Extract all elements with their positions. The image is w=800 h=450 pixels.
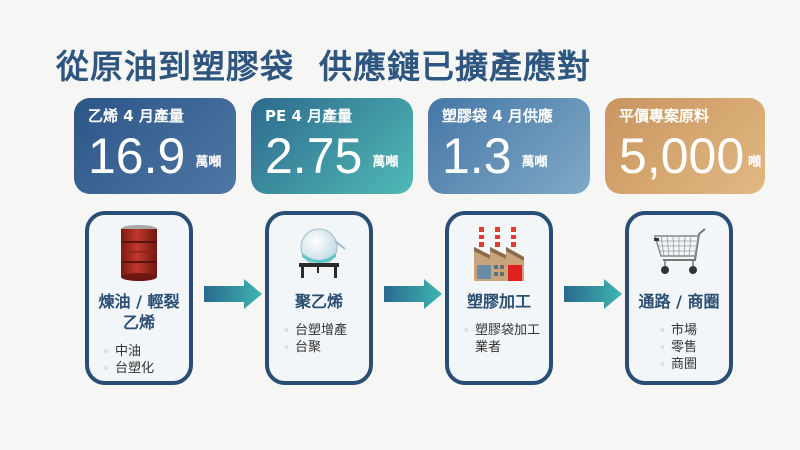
shopping-cart-icon <box>629 221 729 285</box>
stat-label: 平價專案原料 <box>619 107 710 125</box>
stat-label: 乙烯 4 月產量 <box>88 107 184 125</box>
flow-node-title: 塑膠加工 <box>466 292 531 311</box>
flow-node-title: 聚乙烯 <box>294 292 343 311</box>
factory-icon <box>449 221 549 285</box>
flow-node-list: 台塑增產 台聚 <box>269 322 369 356</box>
list-item: 台塑增產 <box>283 322 361 339</box>
stat-card-pe: PE 4 月產量 2.75 萬噸 <box>251 98 413 194</box>
list-item: 零售 <box>659 339 721 356</box>
oil-barrel-icon <box>89 221 189 285</box>
page-title: 從原油到塑膠袋 供應鏈已擴產應對 <box>56 47 591 86</box>
arrow-right-icon <box>204 279 262 309</box>
stat-value: 16.9 <box>88 128 186 184</box>
list-item: 市場 <box>659 322 721 339</box>
stat-label: PE 4 月產量 <box>265 107 353 125</box>
arrow-right-icon <box>384 279 442 309</box>
stat-value: 1.3 <box>442 128 512 184</box>
list-item: 商圈 <box>659 356 721 373</box>
flask-reactor-icon <box>269 221 369 285</box>
stat-value: 2.75 <box>265 128 363 184</box>
flow-node-plastic-processing: 塑膠加工 塑膠袋加工業者 <box>445 211 553 385</box>
flow-node-list: 市場 零售 商圈 <box>629 322 729 373</box>
stat-card-ethylene: 乙烯 4 月產量 16.9 萬噸 <box>74 98 236 194</box>
flow-node-refining: 煉油 / 輕裂乙烯 中油 台塑化 <box>85 211 193 385</box>
stat-unit: 萬噸 <box>521 155 548 170</box>
flow-node-polyethylene: 聚乙烯 台塑增產 台聚 <box>265 211 373 385</box>
stat-unit: 萬噸 <box>195 155 222 170</box>
list-item: 中油 <box>103 343 181 360</box>
stat-label: 塑膠袋 4 月供應 <box>442 107 553 125</box>
flow-node-retail: 通路 / 商圈 市場 零售 商圈 <box>625 211 733 385</box>
list-item: 台聚 <box>283 339 361 356</box>
stat-value: 5,000 <box>619 128 745 184</box>
stat-card-plastic-bag: 塑膠袋 4 月供應 1.3 萬噸 <box>428 98 590 194</box>
stat-unit: 噸 <box>748 155 762 170</box>
flow-node-title: 通路 / 商圈 <box>638 292 720 311</box>
flow-node-list: 中油 台塑化 <box>89 343 189 377</box>
arrow-right-icon <box>564 279 622 309</box>
flow-node-list: 塑膠袋加工業者 <box>449 322 549 356</box>
list-item: 塑膠袋加工業者 <box>463 322 541 356</box>
stat-unit: 萬噸 <box>372 155 399 170</box>
list-item: 台塑化 <box>103 360 181 377</box>
flow-node-title: 煉油 / 輕裂乙烯 <box>98 292 180 332</box>
